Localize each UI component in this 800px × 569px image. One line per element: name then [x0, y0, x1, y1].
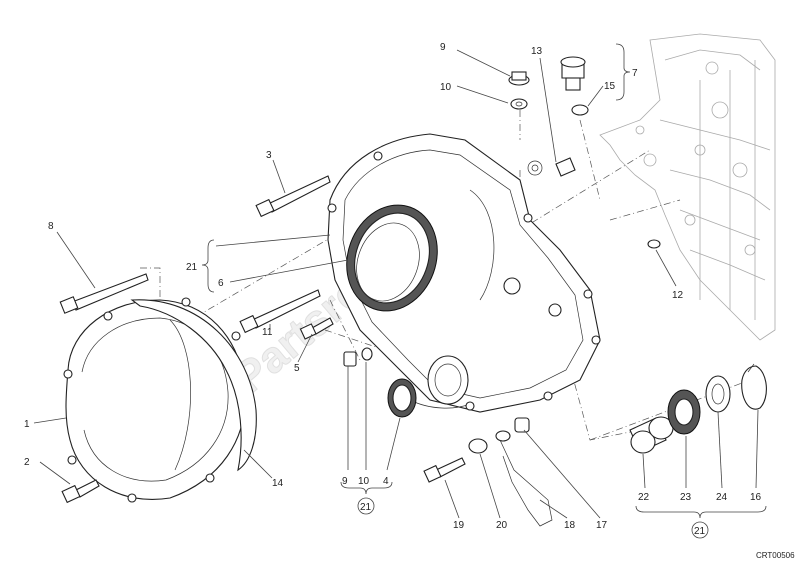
bracket-21-bottom-right — [635, 505, 767, 519]
bracket-7 — [615, 43, 631, 101]
o-ring-20b — [495, 430, 511, 442]
callout-19: 19 — [453, 520, 465, 531]
callout-22: 22 — [638, 492, 650, 503]
leader-lines — [33, 49, 759, 519]
clutch-cover — [63, 297, 251, 503]
callout-15: 15 — [604, 81, 616, 92]
callout-3: 3 — [266, 150, 272, 161]
bearing-23 — [667, 389, 701, 435]
callout-12: 12 — [672, 290, 684, 301]
callout-24: 24 — [716, 492, 728, 503]
screw-9-lower — [343, 351, 357, 367]
callout-8: 8 — [48, 221, 54, 232]
bushing-22 — [629, 416, 674, 454]
pin-17 — [514, 417, 530, 433]
o-ring-12 — [647, 239, 661, 249]
callout-9-top: 9 — [440, 42, 446, 53]
dowel-13 — [555, 157, 576, 177]
circlip-16 — [741, 363, 767, 410]
bolt-19 — [423, 457, 466, 483]
callout-5: 5 — [294, 363, 300, 374]
o-ring-15 — [571, 104, 589, 116]
callout-16: 16 — [750, 492, 762, 503]
callout-labels: 1 2 3 4 5 6 7 8 9 9 10 10 11 12 13 14 15… — [24, 42, 762, 537]
wire-spring-18 — [499, 439, 553, 527]
callout-7: 7 — [632, 68, 638, 79]
engine-crankcase — [599, 33, 776, 341]
callout-2: 2 — [24, 457, 30, 468]
washer-10-lower — [361, 347, 373, 361]
callout-10-top: 10 — [440, 82, 452, 93]
bolt-2 — [61, 479, 100, 504]
oil-seal-ring — [346, 204, 438, 312]
callout-14: 14 — [272, 478, 284, 489]
circled-21-b — [691, 521, 709, 539]
bolt-8 — [59, 273, 149, 314]
callout-17: 17 — [596, 520, 608, 531]
callout-23: 23 — [680, 492, 692, 503]
screw-9-top — [508, 71, 530, 86]
callout-9-bottom: 9 — [342, 476, 348, 487]
callout-13: 13 — [531, 46, 543, 57]
clutch-housing-cover — [327, 133, 601, 413]
washer-20 — [468, 438, 488, 454]
footer-code: CRT00506 — [756, 551, 795, 560]
callout-4: 4 — [383, 476, 389, 487]
callout-20: 20 — [496, 520, 508, 531]
washer-10-top — [510, 98, 528, 110]
callout-6: 6 — [218, 278, 224, 289]
callout-1: 1 — [24, 419, 30, 430]
callout-18: 18 — [564, 520, 576, 531]
seal-4 — [387, 378, 417, 418]
washer-24 — [705, 375, 731, 413]
bolt-5 — [299, 317, 334, 340]
cover-gasket — [130, 299, 257, 472]
bracket-21-left — [201, 239, 215, 293]
callout-21-bottom-right: 21 — [694, 526, 706, 537]
cover-port — [427, 355, 469, 405]
bolt-3 — [255, 175, 331, 218]
bolt-11 — [239, 289, 321, 334]
bracket-21-bottom-left — [340, 481, 393, 495]
callout-10-bottom: 10 — [358, 476, 370, 487]
gear-icon — [527, 160, 543, 176]
callout-11: 11 — [262, 327, 273, 338]
callout-21-bottom-left: 21 — [360, 502, 372, 513]
callout-21-left: 21 — [186, 262, 198, 273]
circled-21-a — [357, 497, 375, 515]
filler-plug-7 — [560, 56, 586, 91]
